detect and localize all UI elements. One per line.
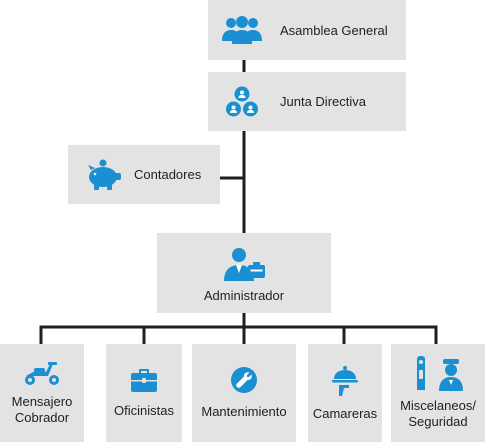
- serving-tray-icon: [331, 364, 359, 398]
- node-mensajero-cobrador: Mensajero Cobrador: [0, 344, 84, 442]
- scooter-icon: [23, 360, 61, 386]
- node-label: Oficinistas: [114, 403, 174, 418]
- node-miscelaneos-seguridad: Miscelaneos/ Seguridad: [391, 344, 485, 442]
- node-label: Mantenimiento: [201, 404, 287, 419]
- node-label: Mensajero Cobrador: [11, 394, 73, 425]
- node-label: Miscelaneos/ Seguridad: [400, 398, 476, 429]
- node-mantenimiento: Mantenimiento: [192, 344, 296, 442]
- node-label: Administrador: [203, 288, 285, 303]
- node-contadores: Contadores: [68, 145, 220, 204]
- node-label: Camareras: [312, 406, 378, 421]
- piggy-bank-icon: [82, 153, 126, 197]
- security-guard-icon: [413, 356, 463, 392]
- node-label: Junta Directiva: [280, 94, 366, 109]
- node-oficinistas: Oficinistas: [106, 344, 182, 442]
- node-administrador: Administrador: [157, 233, 331, 313]
- board-circle-icon: [220, 80, 264, 124]
- wrench-icon: [230, 366, 258, 394]
- node-label: Asamblea General: [280, 22, 388, 38]
- people-group-icon: [220, 8, 264, 52]
- manager-briefcase-icon: [222, 246, 266, 282]
- node-asamblea-general: Asamblea General: [208, 0, 406, 60]
- node-camareras: Camareras: [308, 344, 382, 442]
- node-label: Contadores: [134, 167, 202, 182]
- node-junta-directiva: Junta Directiva: [208, 72, 406, 131]
- briefcase-icon: [130, 367, 158, 393]
